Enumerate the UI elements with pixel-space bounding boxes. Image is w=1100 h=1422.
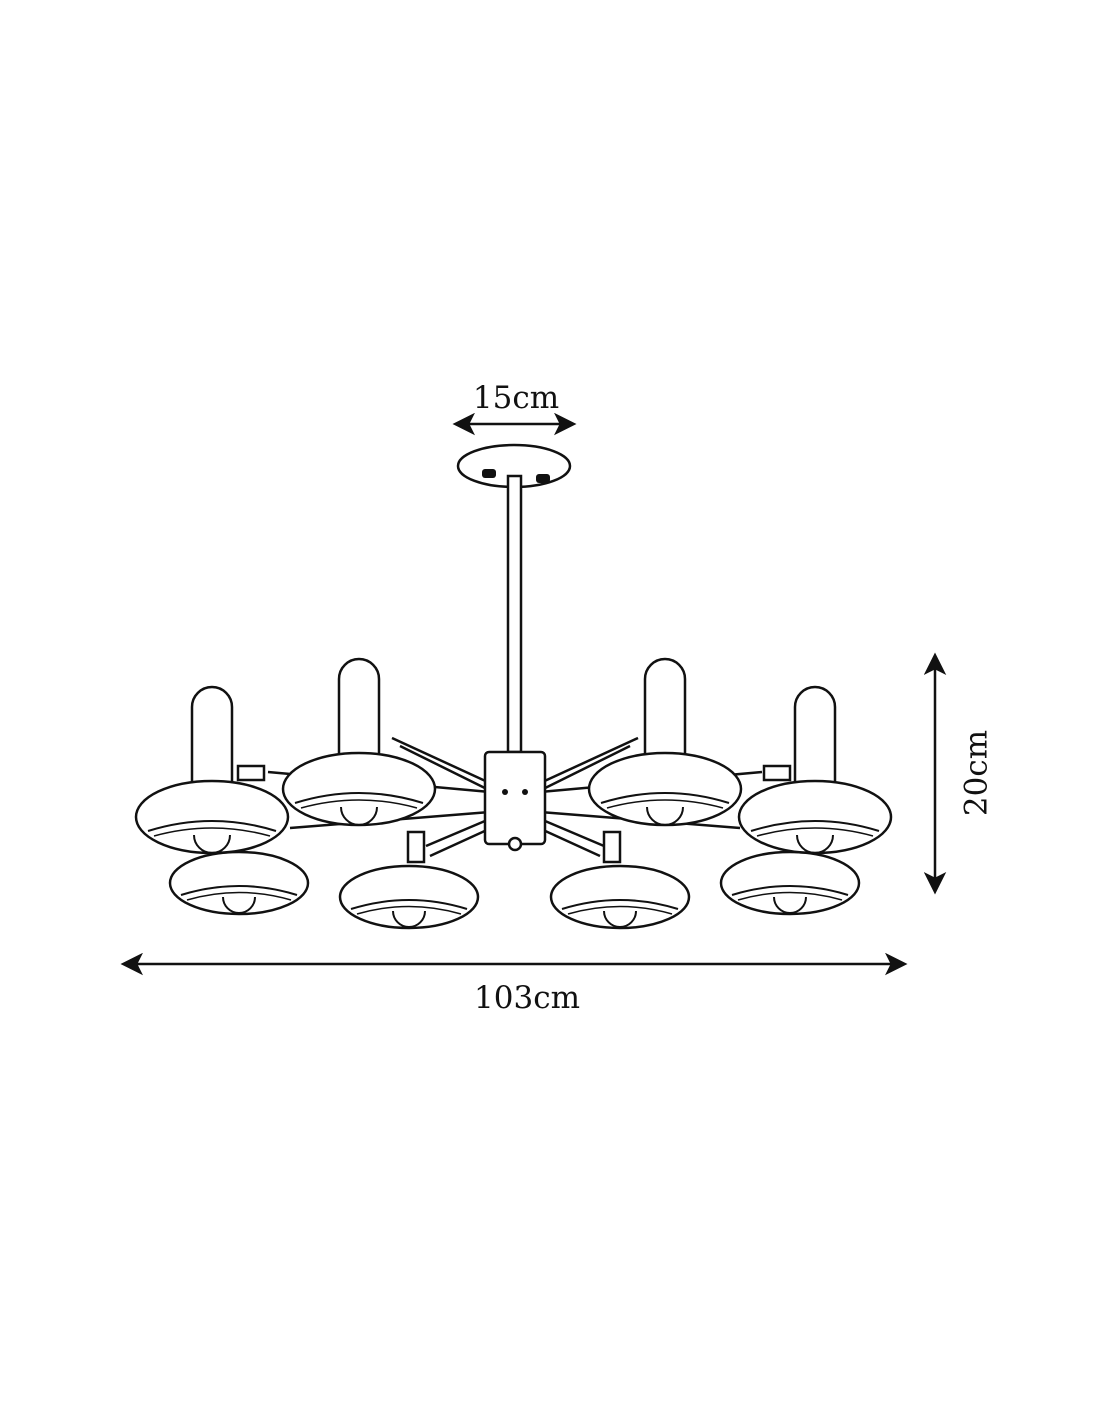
lower-lamp-1 bbox=[168, 850, 310, 916]
canopy-width-label: 15cm bbox=[473, 380, 559, 416]
hub-finial bbox=[507, 836, 523, 852]
arm-connector-right bbox=[762, 764, 792, 782]
canopy-screw-right bbox=[536, 474, 550, 483]
total-width-label: 103cm bbox=[474, 980, 580, 1016]
center-stem bbox=[506, 474, 523, 754]
central-hub bbox=[483, 750, 547, 846]
lower-lamp-3 bbox=[549, 864, 691, 930]
lower-lamp-2 bbox=[338, 864, 480, 930]
upper-lamp-4 bbox=[737, 685, 893, 855]
chandelier-drawing bbox=[134, 443, 893, 930]
lower-lamp-4 bbox=[719, 850, 861, 916]
canopy-screw-left bbox=[482, 469, 496, 478]
hub-joint-right bbox=[522, 789, 528, 795]
arm-bracket-right bbox=[602, 830, 622, 864]
arm-connector-left bbox=[236, 764, 266, 782]
arm-bracket-left bbox=[406, 830, 426, 864]
upper-lamp-2 bbox=[281, 657, 437, 827]
hub-joint-left bbox=[502, 789, 508, 795]
upper-lamp-3 bbox=[587, 657, 743, 827]
height-label: 20cm bbox=[959, 730, 995, 816]
dimension-lines bbox=[120, 412, 947, 976]
